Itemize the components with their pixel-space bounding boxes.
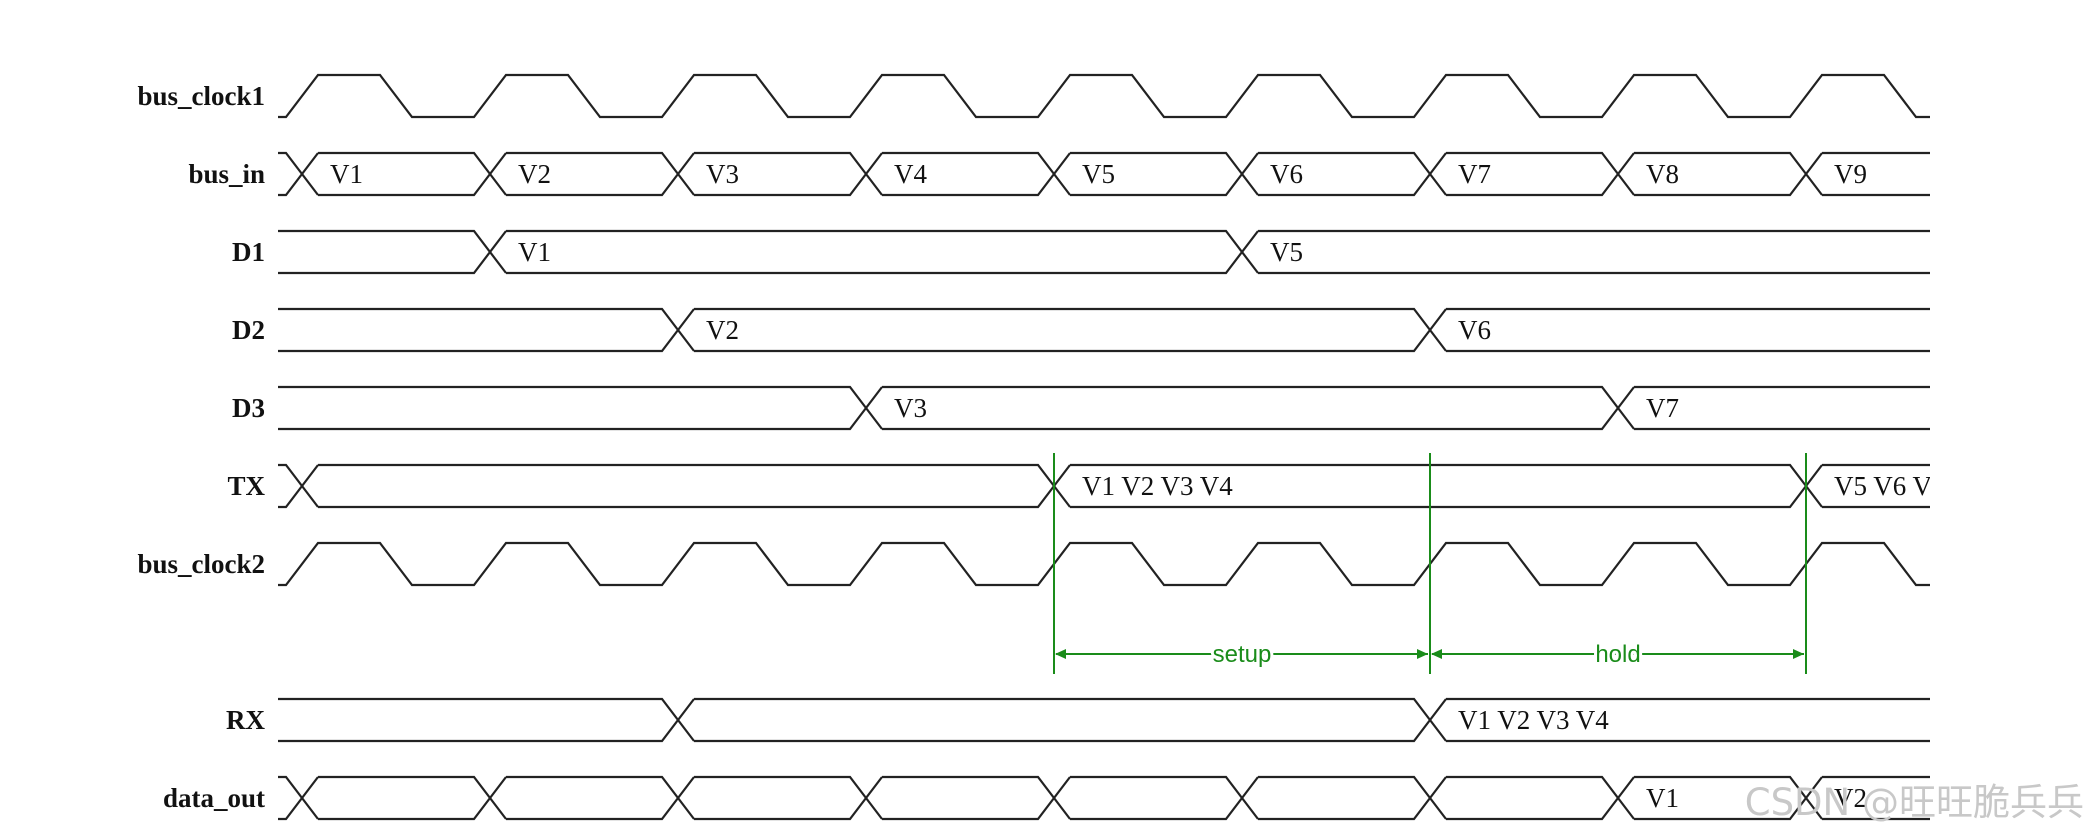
signal-label-data-out: data_out <box>163 783 265 813</box>
value-label-tx: V1 V2 V3 V4 <box>1082 471 1233 501</box>
waveform-rx <box>278 697 1930 743</box>
value-label-d1: V1 <box>518 237 551 267</box>
signal-label-tx: TX <box>227 471 265 501</box>
value-label-d2: V6 <box>1458 315 1491 345</box>
value-label-bus-in: V3 <box>706 159 739 189</box>
value-label-d1: V5 <box>1270 237 1303 267</box>
waveform-tx <box>278 463 1930 509</box>
signal-label-bus-clock1: bus_clock1 <box>137 81 265 111</box>
value-label-bus-in: V2 <box>518 159 551 189</box>
value-label-bus-in: V6 <box>1270 159 1303 189</box>
timing-annotations: setup hold <box>1053 453 1807 674</box>
value-label-bus-in: V7 <box>1458 159 1491 189</box>
waveform-bus-clock1 <box>278 73 1930 119</box>
annotation-label-setup: setup <box>1213 641 1272 668</box>
waveform-d2 <box>278 307 1930 353</box>
annotation-label-hold: hold <box>1595 641 1640 668</box>
value-label-data-out: V1 <box>1646 783 1679 813</box>
value-label-bus-in: V9 <box>1834 159 1867 189</box>
value-label-d3: V3 <box>894 393 927 423</box>
signal-label-d2: D2 <box>232 315 265 345</box>
value-label-bus-in: V5 <box>1082 159 1115 189</box>
value-label-d3: V7 <box>1646 393 1679 423</box>
signal-label-bus-in: bus_in <box>188 159 265 189</box>
waveform-d1 <box>278 229 1930 275</box>
signal-label-rx: RX <box>226 705 265 735</box>
watermark: CSDN @旺旺脆兵兵 <box>1744 781 2084 824</box>
waveforms <box>278 73 1930 821</box>
waveform-data-out <box>278 775 1930 821</box>
value-label-bus-in: V1 <box>330 159 363 189</box>
value-label-data-out: V2 <box>1834 783 1867 813</box>
value-label-tx: V5 V6 V7 V8 <box>1834 471 1985 501</box>
signal-label-d1: D1 <box>232 237 265 267</box>
waveform-bus-clock2 <box>278 541 1930 587</box>
value-label-rx: V1 V2 V3 V4 <box>1458 705 1609 735</box>
waveform-d3 <box>278 385 1930 431</box>
signal-label-bus-clock2: bus_clock2 <box>137 549 265 579</box>
value-label-d2: V2 <box>706 315 739 345</box>
value-label-bus-in: V4 <box>894 159 927 189</box>
signal-label-d3: D3 <box>232 393 265 423</box>
value-label-bus-in: V8 <box>1646 159 1679 189</box>
waveform-bus-in <box>278 151 1930 197</box>
